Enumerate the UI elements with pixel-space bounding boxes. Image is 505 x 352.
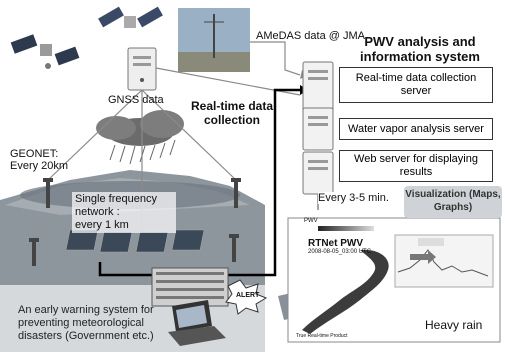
single-frequency-spacing: every 1 km [75, 219, 129, 231]
geonet-label: GEONET: [10, 148, 59, 160]
rtnet-timestamp: 2008-08-05_03:00 UTC [308, 249, 372, 255]
realtime-path [98, 88, 300, 277]
gnss-server-icon [127, 47, 157, 91]
single-frequency-text: Single frequency network : [75, 193, 157, 218]
single-frequency-label: Single frequency network : every 1 km [72, 192, 176, 233]
gnss-data-label: GNSS data [108, 94, 164, 106]
amedas-label: AMeDAS data @ JMA [256, 30, 365, 42]
visualization-label: Visualization (Maps, Graphs) [404, 186, 502, 218]
system-title: PWV analysis and information system [360, 34, 480, 64]
solar-panel-icons [65, 229, 205, 253]
server-label-web: Web server for displaying results [339, 150, 493, 182]
rtnet-footer: True Real-time Product [296, 333, 348, 339]
alert-label: ALERT [236, 292, 260, 299]
server-label-realtime: Real-time data collection server [339, 67, 493, 103]
warning-system-text: An early warning system for preventing m… [18, 304, 154, 342]
government-building-icon [151, 267, 229, 307]
server-label-analysis: Water vapor analysis server [339, 118, 493, 140]
satellite-icon-2 [98, 6, 163, 28]
heavy-rain-label: Heavy rain [425, 318, 483, 332]
geonet-spacing-label: Every 20km [10, 160, 69, 172]
update-interval-label: Every 3-5 min. [318, 192, 389, 204]
rtnet-map-panel [287, 217, 501, 343]
amedas-photo [178, 8, 250, 72]
pwv-scale-label: PWV [304, 218, 318, 224]
rtnet-title: RTNet PWV [308, 238, 363, 249]
server-stack-icons [302, 61, 334, 195]
laptop-icon [168, 300, 226, 346]
satellite-icon-1 [10, 34, 80, 69]
realtime-collection-label: Real-time data collection [190, 99, 274, 127]
gnss-antenna-icons [29, 178, 241, 266]
rain-cloud-icon [96, 110, 184, 165]
alert-burst-icon [225, 279, 268, 315]
